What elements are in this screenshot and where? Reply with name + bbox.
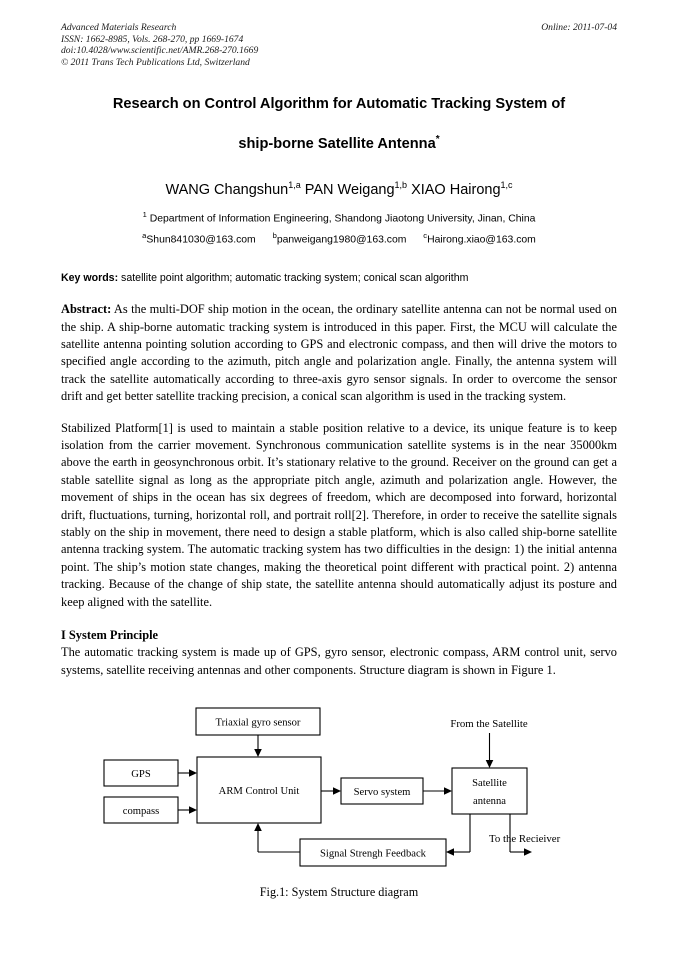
section-heading-1: I System Principle — [61, 628, 159, 643]
author-1-name: WANG Changshun — [165, 182, 289, 199]
author-1-sup: 1,a — [288, 180, 301, 191]
title-footnote-marker: * — [435, 134, 440, 146]
diagram-box-satellite-antenna-label-line2: antenna — [473, 796, 506, 807]
diagram-arrowhead-antenna-to-feedback — [446, 848, 454, 856]
diagram-box-signal-strength-feedback — [299, 838, 447, 867]
keywords-label: Key words: — [61, 272, 119, 285]
keywords-text: satellite point algorithm; automatic tra… — [118, 272, 469, 285]
diagram-label-from-the-satellite: From the Satellite — [450, 718, 528, 730]
affiliation-text: Department of Information Engineering, S… — [149, 213, 536, 225]
journal-header-left: Advanced Materials Research ISSN: 1662-8… — [61, 22, 481, 68]
author-2: PAN Weigang1,b — [304, 180, 408, 199]
diagram-arrowhead-arm-to-servo — [333, 787, 341, 795]
diagram-box-signal-strength-feedback-label: Signal Strengh Feedback — [320, 849, 427, 860]
author-2-name: PAN Weigang — [304, 182, 395, 199]
author-3-sup: 1,c — [500, 180, 513, 191]
author-3: XIAO Hairong1,c — [411, 180, 513, 199]
email-2-sup: b — [272, 230, 277, 240]
journal-copyright-line: © 2011 Trans Tech Publications Ltd, Swit… — [61, 56, 250, 68]
email-2-address: panweigang1980@163.com — [276, 234, 407, 246]
diagram-arrowhead-servo-to-antenna — [444, 787, 452, 795]
diagram-box-compass — [103, 796, 179, 824]
email-3-address: Hairong.xiao@163.com — [427, 234, 536, 246]
diagram-box-arm-control-unit — [196, 756, 322, 824]
title-line-1: Research on Control Algorithm for Automa… — [112, 96, 566, 113]
diagram-arrowhead-from-satellite — [485, 760, 494, 768]
page-title: Research on Control Algorithm for Automa… — [61, 94, 617, 154]
title-line-2-text: ship-borne Satellite Antenna — [238, 136, 436, 153]
abstract-text: As the multi-DOF ship motion in the ocea… — [61, 302, 617, 404]
author-list: WANG Changshun1,a PAN Weigang1,b XIAO Ha… — [61, 176, 617, 199]
email-item[interactable]: cHairong.xiao@163.com — [423, 228, 536, 247]
diagram-box-gps-label: GPS — [131, 769, 151, 780]
diagram-box-satellite-antenna — [451, 767, 528, 815]
diagram-arrowhead-gps-to-arm — [189, 769, 197, 777]
affiliation: 1 Department of Information Engineering,… — [61, 207, 617, 226]
title-line-2: ship-borne Satellite Antenna* — [61, 134, 617, 154]
journal-header: Advanced Materials Research ISSN: 1662-8… — [61, 22, 617, 68]
email-1-sup: a — [142, 230, 147, 240]
abstract: Abstract: As the multi-DOF ship motion i… — [61, 301, 617, 405]
diagram-box-gyro-label: Triaxial gyro sensor — [216, 718, 301, 729]
system-structure-diagram: Triaxial gyro sensor GPS compass ARM Con… — [103, 707, 561, 867]
abstract-label: Abstract: — [61, 302, 112, 317]
journal-doi-line: doi:10.4028/www.scientific.net/AMR.268-2… — [61, 45, 259, 57]
diagram-box-satellite-antenna-label-line1: Satellite — [472, 778, 507, 789]
journal-issn-line: ISSN: 1662-8985, Vols. 268-270, pp 1669-… — [61, 33, 244, 45]
author-3-name: XIAO Hairong — [411, 182, 501, 199]
document-content: Advanced Materials Research ISSN: 1662-8… — [61, 22, 617, 679]
figure-1: Triaxial gyro sensor GPS compass ARM Con… — [0, 684, 678, 904]
diagram-arrowhead-compass-to-arm — [189, 806, 197, 814]
section-paragraph-1: The automatic tracking system is made up… — [61, 645, 617, 677]
diagram-box-compass-label: compass — [123, 806, 159, 817]
author-2-sup: 1,b — [394, 180, 408, 191]
diagram-box-arm-control-unit-label: ARM Control Unit — [219, 786, 300, 797]
diagram-box-servo-system — [340, 777, 424, 805]
journal-name: Advanced Materials Research — [61, 22, 177, 33]
diagram-arrowhead-gyro-to-arm — [254, 749, 262, 757]
diagram-label-to-the-receiver: To the Recieiver — [489, 833, 561, 845]
email-item[interactable]: aShun841030@163.com — [142, 228, 256, 247]
affiliation-sup: 1 — [142, 210, 147, 220]
author-1: WANG Changshun1,a — [165, 180, 301, 199]
figure-caption: Fig.1: System Structure diagram — [259, 885, 419, 899]
journal-online-date: Online: 2011-07-04 — [541, 22, 617, 33]
diagram-arrowhead-feedback-to-arm — [254, 823, 262, 831]
email-1-address: Shun841030@163.com — [146, 234, 256, 246]
diagram-arrowhead-to-receiver — [524, 848, 532, 856]
keywords: Key words: satellite point algorithm; au… — [61, 271, 617, 285]
diagram-box-servo-system-label: Servo system — [354, 787, 412, 798]
body-paragraph-1: Stabilized Platform[1] is used to mainta… — [61, 420, 617, 609]
author-emails: aShun841030@163.com bpanweigang1980@163.… — [61, 228, 617, 247]
email-3-sup: c — [423, 230, 428, 240]
email-item[interactable]: bpanweigang1980@163.com — [273, 228, 407, 247]
